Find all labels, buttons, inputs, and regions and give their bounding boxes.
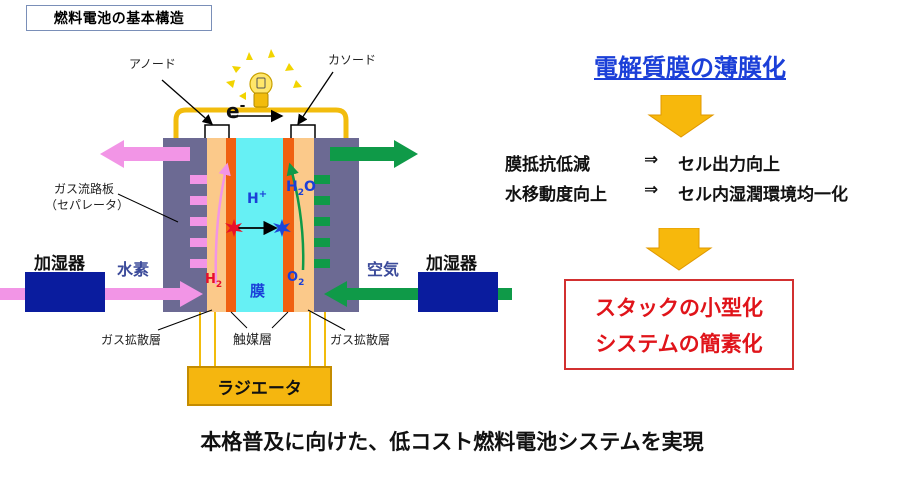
anode-pointer bbox=[161, 79, 213, 125]
humidifier-right bbox=[418, 272, 498, 312]
catalyst-layer-right bbox=[283, 138, 294, 312]
hydrogen-label: 水素 bbox=[117, 260, 150, 279]
effect-cause-2: 水移動度向上 bbox=[505, 185, 607, 205]
effect-result-2: セル内湿潤環境均一化 bbox=[678, 185, 848, 205]
effect-result-1: セル出力向上 bbox=[678, 155, 780, 175]
gas-diffusion-right-pointer bbox=[307, 309, 346, 331]
effect-cause-1: 膜抵抗低減 bbox=[505, 155, 590, 175]
hydrogen-channels bbox=[190, 175, 207, 268]
air-channels bbox=[314, 175, 330, 268]
catalyst-pointer-right bbox=[271, 311, 289, 329]
cathode-pointer bbox=[297, 71, 334, 126]
gas-diffusion-left-label: ガス拡散層 bbox=[101, 333, 162, 347]
radiator: ラジエータ bbox=[187, 366, 332, 406]
gas-diffusion-right-label: ガス拡散層 bbox=[330, 333, 391, 347]
reaction-spark-icon-left bbox=[225, 219, 243, 237]
gas-diffusion-left-pointer bbox=[157, 309, 213, 331]
anode-terminal bbox=[204, 124, 230, 139]
h-plus-label: H+ bbox=[247, 189, 267, 207]
diagram-title: 燃料電池の基本構造 bbox=[26, 5, 212, 31]
h2o-label: H2O bbox=[286, 179, 316, 198]
external-circuit-wire bbox=[173, 107, 349, 138]
electron-label: e- bbox=[226, 98, 246, 123]
hydrogen-flow-curve bbox=[214, 162, 231, 285]
membrane-label: 膜 bbox=[250, 282, 265, 300]
outcome-stack-downsizing: スタックの小型化 bbox=[595, 295, 763, 320]
gas-channel-label-sub: （セパレータ） bbox=[45, 198, 130, 212]
outcome-box: スタックの小型化 システムの簡素化 bbox=[564, 279, 794, 370]
footer-statement: 本格普及に向けた、低コスト燃料電池システムを実現 bbox=[200, 430, 704, 454]
h2-label: H2 bbox=[205, 272, 222, 290]
humidifier-left-label: 加湿器 bbox=[34, 254, 85, 274]
gas-channel-pointer bbox=[117, 193, 179, 223]
down-arrow-icon-2 bbox=[645, 228, 713, 271]
oxygen-flow-curve bbox=[286, 162, 305, 271]
humidifier-right-label: 加湿器 bbox=[426, 254, 477, 274]
fuel-cell-diagram: H+ H2O H2 O2 膜 e- bbox=[0, 49, 512, 366]
air-label: 空気 bbox=[367, 260, 400, 279]
gas-diffusion-layer-right bbox=[294, 138, 314, 312]
air-exhaust-arrow bbox=[330, 140, 418, 168]
hydrogen-exhaust-arrow bbox=[100, 140, 190, 168]
catalyst-pointer-left bbox=[230, 311, 248, 329]
gas-channel-label: ガス流路板 bbox=[54, 182, 115, 196]
down-arrow-icon-1 bbox=[647, 95, 715, 138]
cathode-label: カソード bbox=[328, 53, 377, 67]
radiator-pipes bbox=[199, 312, 326, 366]
catalyst-label: 触媒層 bbox=[233, 333, 273, 348]
o2-label: O2 bbox=[287, 270, 304, 288]
light-bulb-icon bbox=[226, 49, 302, 108]
outcome-system-simplification: システムの簡素化 bbox=[595, 331, 763, 356]
cathode-terminal bbox=[290, 124, 316, 139]
reaction-spark-icon-right bbox=[273, 219, 291, 237]
effect-arrow-1: ⇒ bbox=[644, 150, 659, 170]
effect-arrow-2: ⇒ bbox=[644, 180, 659, 200]
membrane-thinning-heading: 電解質膜の薄膜化 bbox=[594, 54, 786, 82]
anode-label: アノード bbox=[129, 57, 176, 71]
humidifier-left bbox=[25, 272, 105, 312]
